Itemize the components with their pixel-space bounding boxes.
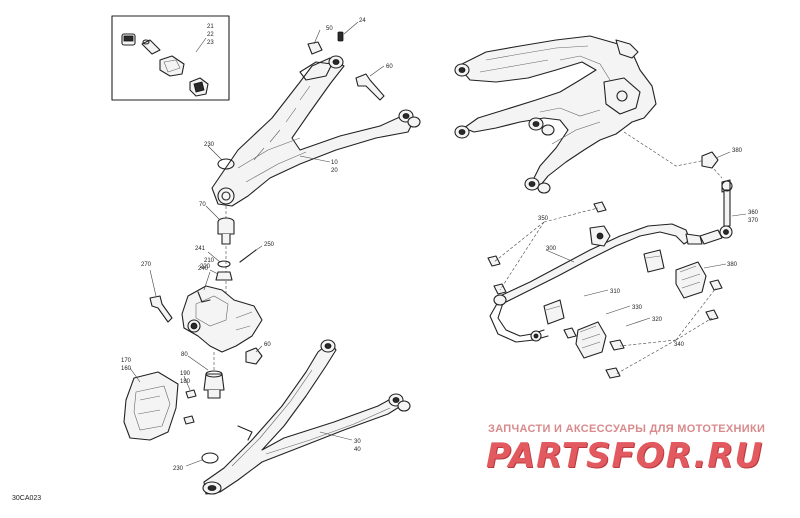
lower-arm-bushing-front — [320, 339, 336, 353]
callout-230-upper: 230 — [204, 142, 215, 148]
watermark-logo: PARTSFOR.RU — [486, 436, 764, 476]
callout-250: 250 — [264, 242, 275, 248]
sway-bar-bushing-right — [675, 261, 707, 299]
callout-380-mid: 380 — [727, 262, 738, 268]
callout-23: 23 — [207, 40, 214, 46]
upper-a-arm — [211, 55, 421, 207]
callout-320: 320 — [652, 317, 663, 323]
inset-bushing — [159, 55, 185, 77]
frame-subassembly — [454, 35, 657, 194]
callout-350: 350 — [538, 216, 549, 222]
sway-bar-clamp-right — [643, 249, 665, 273]
inset-sleeve — [141, 39, 161, 55]
callout-220: 220 — [200, 264, 211, 270]
sway-bar-bushing-left — [575, 321, 607, 359]
sway-bar-end-mount — [589, 225, 611, 247]
sway-bar — [489, 223, 707, 359]
frame-bushing-1 — [454, 63, 470, 77]
callout-10: 10 — [331, 160, 338, 166]
lower-a-arm — [202, 339, 411, 495]
callout-240: 240 — [198, 266, 209, 272]
callout-60-top: 60 — [386, 64, 393, 70]
callout-50: 50 — [326, 26, 333, 32]
callout-80: 80 — [181, 352, 188, 358]
callout-241: 241 — [195, 246, 206, 252]
frame-bushing-4 — [524, 177, 551, 194]
callout-180: 180 — [180, 379, 191, 385]
callout-340: 340 — [674, 342, 685, 348]
lower-ring: 230 — [173, 452, 219, 472]
callout-330: 330 — [632, 305, 643, 311]
callout-30: 30 — [354, 439, 361, 445]
diagram-code: 30CA023 — [12, 495, 41, 502]
callout-60-mid: 60 — [264, 342, 271, 348]
callout-310: 310 — [610, 289, 621, 295]
lower-arm-bushing-rear — [388, 393, 411, 412]
callout-230-lower: 230 — [173, 466, 184, 472]
guard-plate-bolts: 190 180 — [180, 371, 197, 425]
mid-nut: 60 — [245, 342, 271, 365]
watermark-caption: ЗАПЧАСТИ И АКСЕССУАРЫ ДЛЯ МОТОТЕХНИКИ — [488, 423, 766, 435]
callout-22: 22 — [207, 32, 214, 38]
inset-nut — [121, 33, 136, 46]
callout-190: 190 — [180, 371, 191, 377]
callout-380-top: 380 — [732, 148, 743, 154]
ball-joint-hardware: 241 250 240 — [195, 242, 275, 296]
upper-ball-joint: 70 — [199, 202, 235, 245]
upper-arm-bushing-rear — [398, 109, 421, 128]
callout-24: 24 — [359, 18, 366, 24]
hardware-inset: 21 22 23 — [111, 15, 230, 101]
callout-20: 20 — [331, 168, 338, 174]
callout-170: 170 — [121, 358, 132, 364]
sway-bar-hardware: 350 — [487, 201, 723, 379]
callout-300: 300 — [546, 246, 557, 252]
frame-bushing-3 — [528, 117, 555, 136]
callout-270: 270 — [141, 262, 152, 268]
callout-40: 40 — [354, 447, 361, 453]
upper-arm-bushing-front — [328, 55, 344, 69]
assembly-dashed-leader — [623, 131, 723, 179]
upper-hardware: 50 24 60 — [307, 18, 393, 101]
knuckle-bolt: 270 — [141, 262, 173, 323]
callout-370: 370 — [748, 218, 759, 224]
callout-160: 160 — [121, 366, 132, 372]
steering-knuckle — [181, 285, 263, 353]
lower-ball-joint: 80 — [181, 352, 225, 399]
callout-360: 360 — [748, 210, 759, 216]
inset-nut-lower — [189, 77, 209, 97]
sway-bar-link: 380 360 370 — [699, 148, 759, 245]
sway-bar-clamp-left — [543, 299, 565, 325]
callout-21: 21 — [207, 24, 214, 30]
guard-plate: 170 160 — [121, 358, 179, 441]
callout-70: 70 — [199, 202, 206, 208]
callout-210: 210 — [204, 258, 215, 264]
frame-bushing-2 — [454, 125, 470, 139]
